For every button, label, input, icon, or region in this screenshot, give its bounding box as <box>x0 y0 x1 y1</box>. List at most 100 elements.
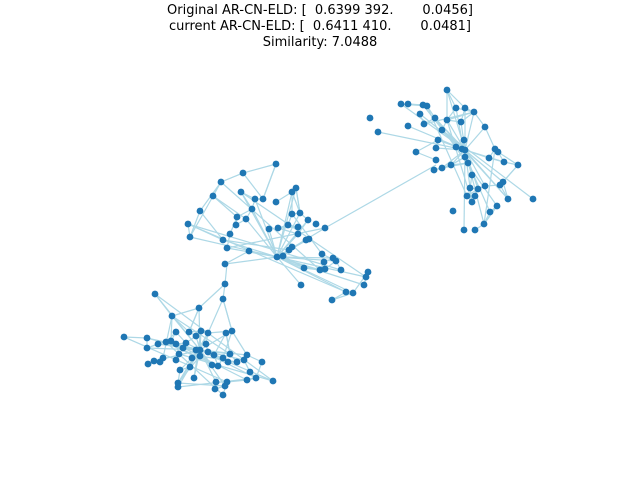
graph-edge <box>291 191 301 214</box>
graph-node <box>188 354 196 362</box>
graph-edge <box>291 213 323 255</box>
graph-node <box>500 158 508 166</box>
graph-node <box>432 144 440 152</box>
graph-node <box>438 164 446 172</box>
graph-edge <box>464 149 505 163</box>
graph-node <box>463 192 471 200</box>
graph-node <box>288 188 296 196</box>
graph-edge <box>295 187 301 214</box>
graph-edge <box>189 210 201 238</box>
graph-node <box>443 86 451 94</box>
graph-node <box>464 159 472 167</box>
graph-node <box>360 281 368 289</box>
graph-edge <box>220 172 244 183</box>
graph-node <box>460 136 468 144</box>
graph-node <box>120 333 128 341</box>
graph-edge <box>187 223 342 271</box>
graph-node <box>404 122 412 130</box>
graph-node <box>221 260 229 268</box>
graph-node <box>470 108 478 116</box>
graph-node <box>493 202 501 210</box>
graph-node <box>332 257 340 265</box>
graph-node <box>212 378 220 386</box>
graph-node <box>150 357 158 365</box>
graph-node <box>342 288 350 296</box>
graph-edge <box>198 283 226 309</box>
graph-node <box>233 358 241 366</box>
graph-node <box>219 236 227 244</box>
graph-node <box>237 188 245 196</box>
graph-node <box>190 374 198 382</box>
graph-edge <box>171 315 190 333</box>
graph-node <box>457 118 465 126</box>
graph-node <box>197 327 205 335</box>
graph-node <box>265 225 273 233</box>
graph-node <box>362 273 370 281</box>
graph-node <box>143 344 151 352</box>
graph-node <box>312 220 320 228</box>
graph-node <box>228 327 236 335</box>
graph-node <box>514 161 522 169</box>
graph-edge <box>162 315 173 359</box>
graph-node <box>412 148 420 156</box>
graph-node <box>242 215 250 223</box>
graph-edge <box>123 336 148 339</box>
graph-node <box>318 250 326 258</box>
graph-edge <box>446 89 466 109</box>
graph-node <box>240 356 248 364</box>
graph-node <box>219 354 227 362</box>
graph-node <box>288 210 296 218</box>
graph-node <box>461 146 469 154</box>
graph-node <box>474 185 482 193</box>
graph-node <box>214 362 222 370</box>
graph-node <box>300 264 308 272</box>
graph-node <box>184 220 192 228</box>
graph-edge <box>189 181 222 238</box>
graph-node <box>226 350 234 358</box>
graph-node <box>423 102 431 110</box>
graph-node <box>172 356 180 364</box>
graph-node <box>246 368 254 376</box>
graph-node <box>252 374 260 382</box>
graph-edge <box>324 164 437 229</box>
graph-node <box>443 116 451 124</box>
graph-edge <box>434 117 509 200</box>
graph-node <box>221 382 229 390</box>
graph-node <box>143 334 151 342</box>
title-line-similarity: Similarity: 7.0488 <box>262 35 378 50</box>
graph-node <box>337 266 345 274</box>
graph-node <box>447 161 455 169</box>
graph-edge <box>224 250 250 265</box>
graph-node <box>496 181 504 189</box>
graph-node <box>285 246 293 254</box>
graph-node <box>349 289 357 297</box>
graph-node <box>223 244 231 252</box>
graph-node <box>486 208 494 216</box>
graph-edge <box>177 382 226 387</box>
graph-edge <box>242 163 277 174</box>
graph-node <box>481 182 489 190</box>
graph-node <box>481 123 489 131</box>
graph-node <box>273 253 281 261</box>
graph-node <box>196 346 204 354</box>
graph-node <box>204 348 212 356</box>
graph-node <box>208 361 216 369</box>
graph-node <box>471 192 479 200</box>
graph-node <box>294 230 302 238</box>
graph-edge <box>331 292 354 301</box>
graph-node <box>176 366 184 374</box>
graph-node <box>175 350 183 358</box>
title-line-original: Original AR-CN-ELD: [ 0.6399 392. 0.0456… <box>167 3 473 18</box>
graph-node <box>204 329 212 337</box>
graph-edge <box>377 131 466 151</box>
graph-node <box>168 312 176 320</box>
graph-node <box>452 104 460 112</box>
graph-node <box>460 226 468 234</box>
graph-edge <box>245 218 278 258</box>
graph-node <box>294 223 302 231</box>
graph-node <box>504 195 512 203</box>
graph-node <box>243 351 251 359</box>
graph-node <box>174 383 182 391</box>
graph-node <box>226 230 234 238</box>
graph-node <box>182 339 190 347</box>
